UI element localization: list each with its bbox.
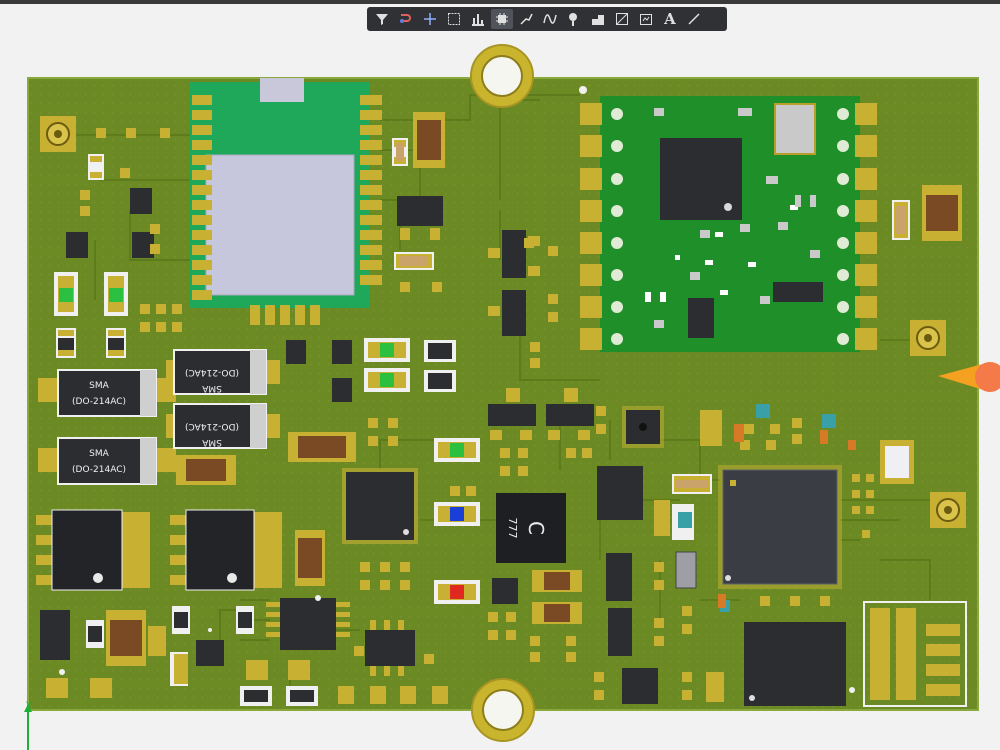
sma-label-3: SMA — [201, 383, 221, 393]
capacitor-large-7 — [532, 570, 582, 592]
power-ic-1 — [36, 509, 150, 591]
lora-module — [580, 96, 877, 352]
diode-sma-3: (DO-214AC) SMA — [166, 349, 280, 395]
do214-label-4: (DO-214AC) — [185, 421, 239, 431]
route-icon[interactable] — [395, 9, 417, 29]
buzzer — [622, 406, 664, 448]
ufl-connector-2 — [910, 320, 946, 356]
led-green-2 — [104, 272, 128, 316]
line-icon[interactable] — [683, 9, 705, 29]
small-ic-2 — [492, 578, 518, 604]
capacitor-large-3 — [288, 432, 356, 462]
power-ic-2 — [170, 509, 282, 591]
led-green-5 — [434, 438, 480, 462]
dimension-icon[interactable] — [635, 9, 657, 29]
ble-module — [190, 78, 382, 325]
component-icon[interactable] — [491, 9, 513, 29]
y-axis-label: Y — [25, 701, 32, 711]
led-red — [434, 580, 480, 604]
capacitor-large-2 — [922, 185, 962, 241]
do214-label-1: (DO-214AC) — [72, 397, 126, 407]
led-green-4 — [364, 368, 410, 392]
mounting-hole-top — [470, 44, 534, 108]
tssop-ic-1 — [266, 598, 350, 650]
interactive-route-icon[interactable] — [515, 9, 537, 29]
passive-components — [56, 128, 910, 706]
small-ic-1 — [196, 640, 224, 666]
mcu-main — [718, 465, 842, 589]
mounting-hole-bottom — [471, 678, 535, 742]
via-icon[interactable] — [563, 9, 585, 29]
capacitor-large-8 — [532, 602, 582, 624]
filter-icon[interactable] — [371, 9, 393, 29]
crystal-1 — [880, 440, 914, 484]
capacitor-large-6 — [106, 610, 146, 666]
bottom-header-pads — [46, 660, 448, 704]
inductor-label-777: 777 — [506, 518, 519, 539]
polygon-icon[interactable] — [611, 9, 633, 29]
diode-sma-1: SMA (DO-214AC) — [38, 369, 176, 417]
arc-icon[interactable] — [539, 9, 561, 29]
inductor-label-c: C — [524, 521, 548, 535]
diode-sma-2: SMA (DO-214AC) — [38, 437, 176, 485]
do214-label-3: (DO-214AC) — [185, 367, 239, 377]
regulator-ic — [397, 196, 443, 226]
crosshair-icon[interactable] — [419, 9, 441, 29]
sma-label-2: SMA — [89, 449, 109, 459]
inductor-c777: C 777 — [496, 493, 566, 563]
view-orientation-marker — [938, 362, 1000, 392]
ufl-connector-1 — [40, 116, 76, 152]
diode-sma-4: (DO-214AC) SMA — [166, 403, 280, 449]
capacitor-large-1 — [413, 112, 445, 168]
ufl-connector-3 — [930, 492, 966, 528]
sot23-transistors — [40, 188, 632, 660]
capacitor-large-4 — [176, 455, 236, 485]
fill-icon[interactable] — [587, 9, 609, 29]
flash-ic — [744, 622, 846, 706]
capacitor-large-5 — [295, 530, 325, 586]
qfn-ic-1 — [342, 468, 418, 544]
sma-label-1: SMA — [89, 381, 109, 391]
text-tool-label: A — [664, 10, 676, 28]
led-green-3 — [364, 338, 410, 362]
crystal-2 — [675, 551, 697, 589]
align-icon[interactable] — [467, 9, 489, 29]
led-green-1 — [54, 272, 78, 316]
window-top-edge — [0, 0, 1000, 4]
fiducial-dots — [59, 86, 855, 693]
small-ic-3 — [622, 668, 658, 704]
do214-label-2: (DO-214AC) — [72, 465, 126, 475]
pcb-antenna — [863, 601, 967, 707]
sma-label-4: SMA — [201, 437, 221, 447]
soic-ic-2 — [365, 620, 415, 676]
led-blue — [434, 502, 480, 526]
qfn-ic-2 — [597, 466, 643, 520]
select-rect-icon[interactable] — [443, 9, 465, 29]
y-axis-gizmo: Y — [24, 701, 32, 750]
pcb-toolbar: A — [367, 7, 727, 31]
text-icon[interactable]: A — [659, 9, 681, 29]
